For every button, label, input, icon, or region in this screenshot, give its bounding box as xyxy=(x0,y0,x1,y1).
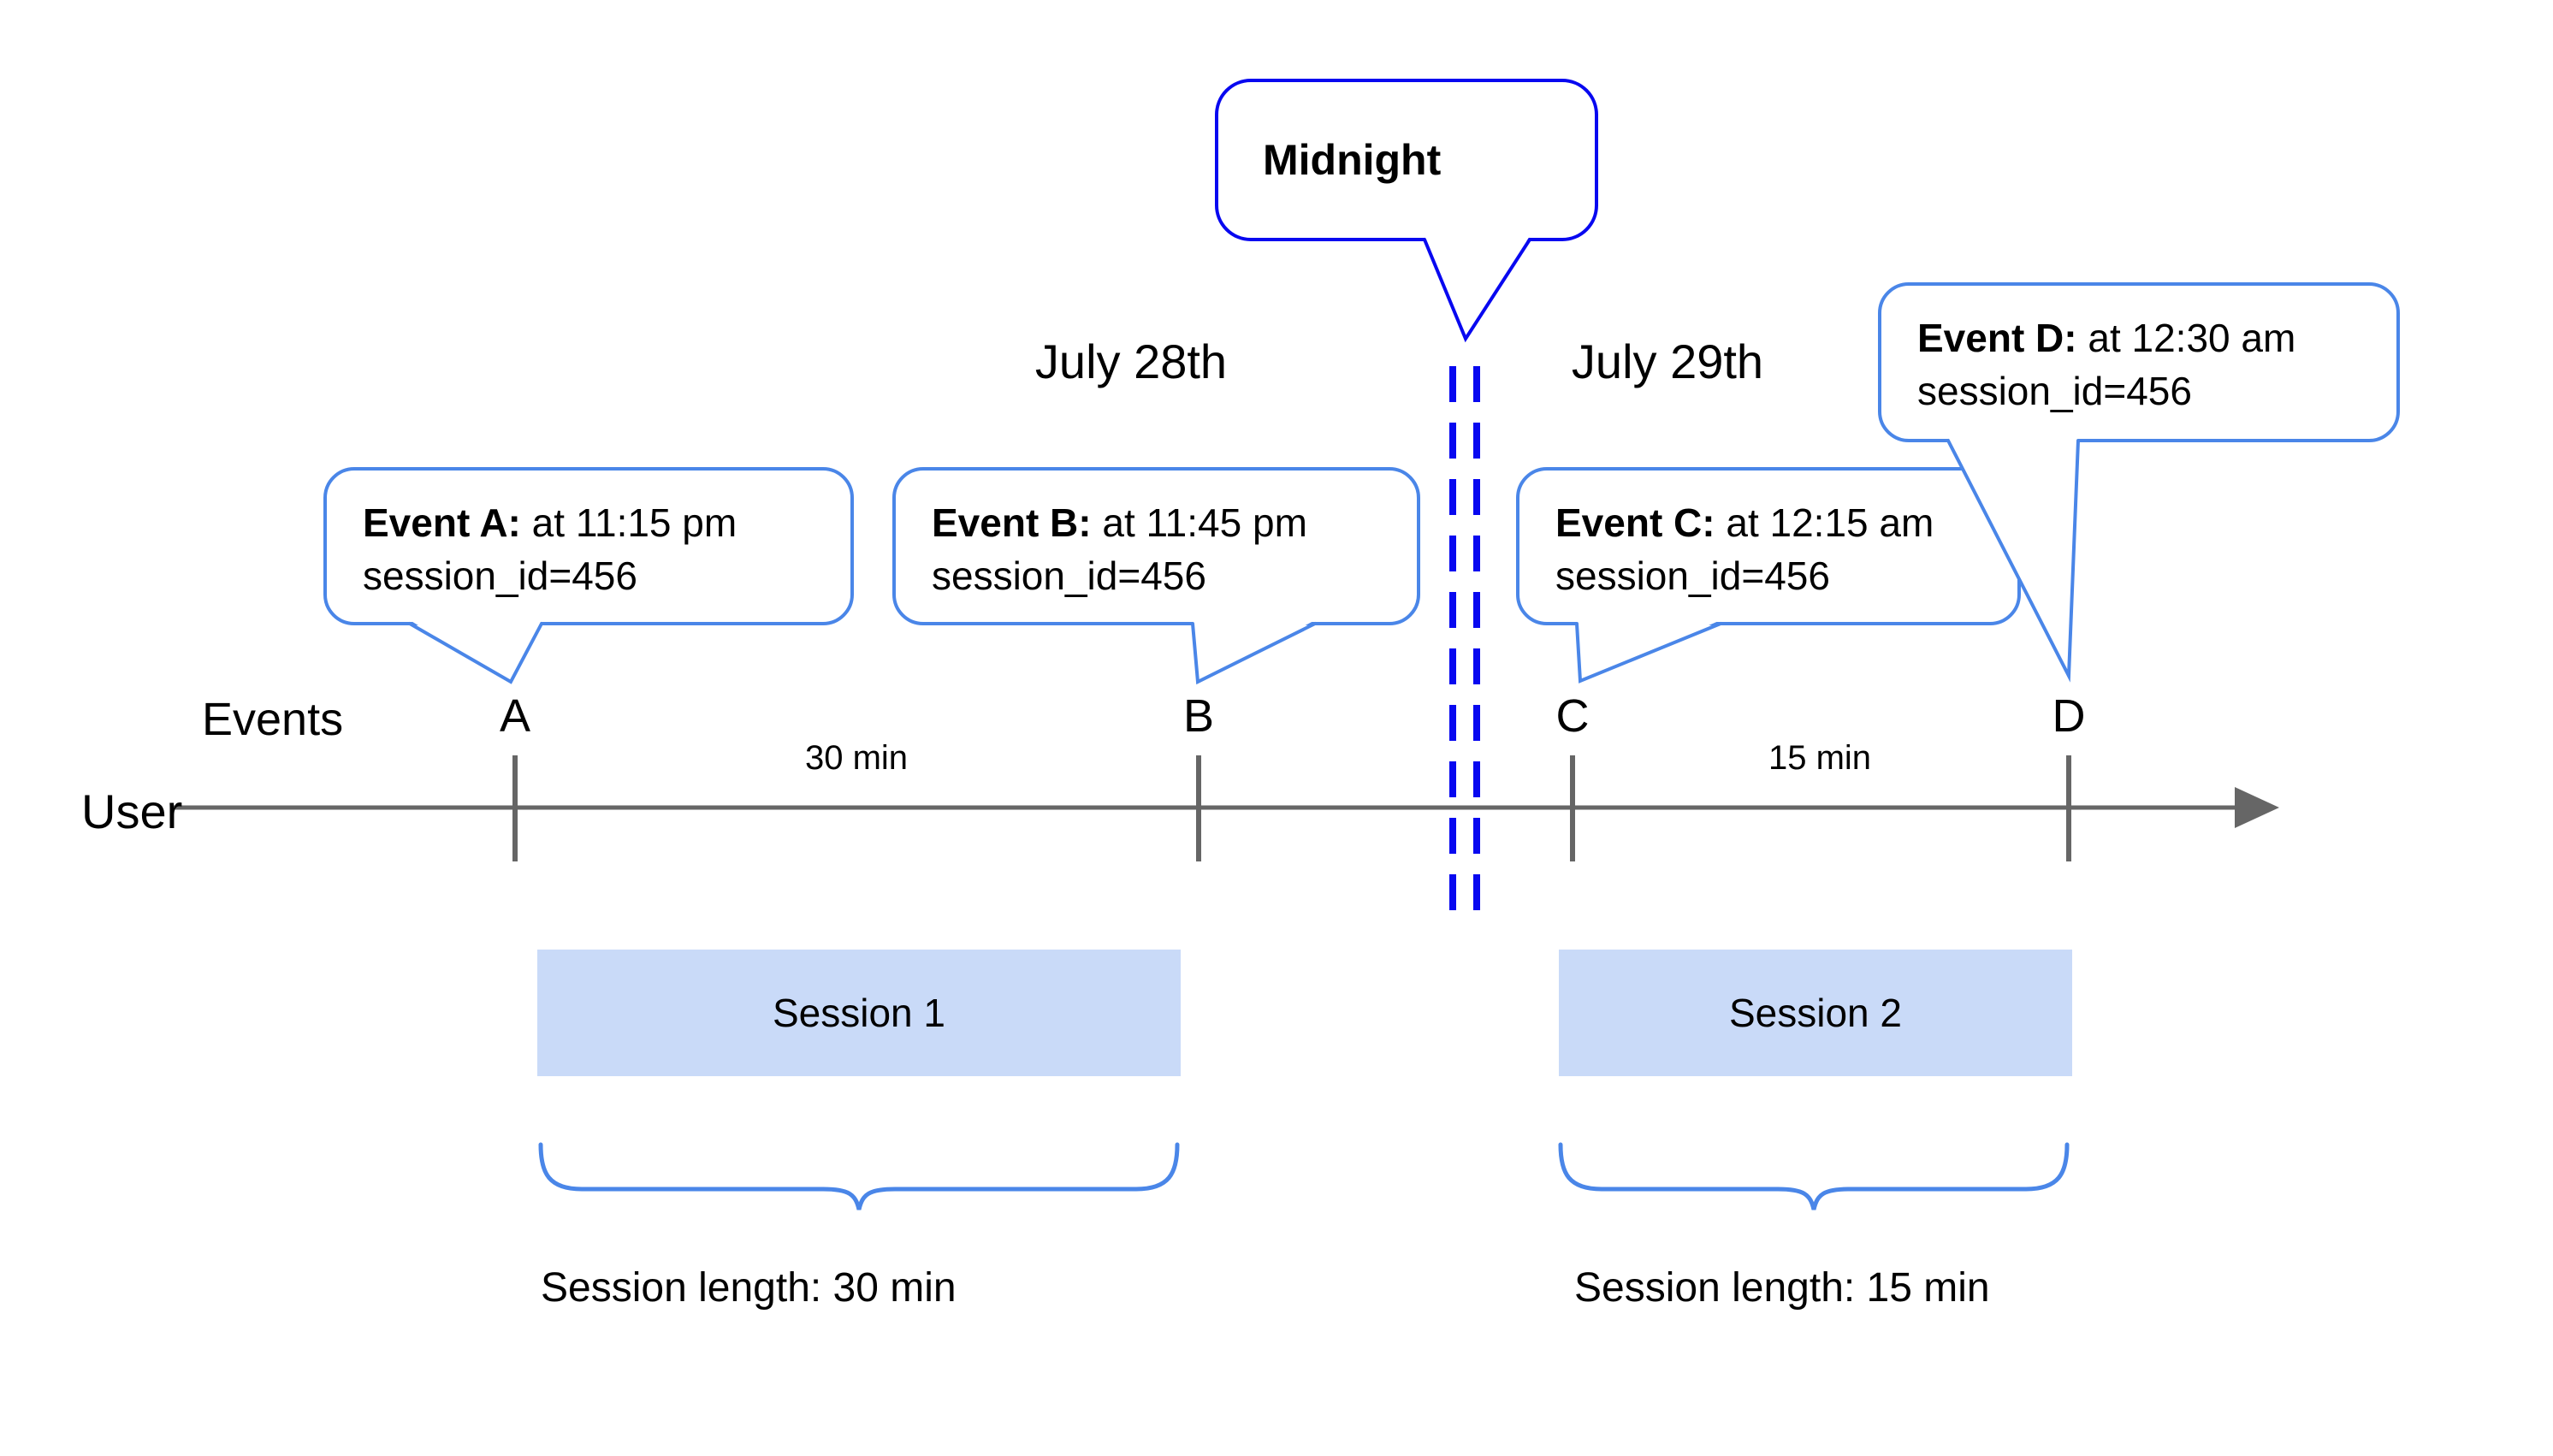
event-b-tail xyxy=(1193,620,1315,682)
event-a-callout: Event A: at 11:15 pm session_id=456 xyxy=(323,467,854,625)
event-d-session-id: session_id=456 xyxy=(1917,369,2192,413)
session-2-length-label: Session length: 15 min xyxy=(1574,1265,1990,1311)
date-label-july-29: July 29th xyxy=(1571,334,1764,388)
event-c-tail-outline xyxy=(1575,622,1722,684)
event-d-callout: Event D: at 12:30 am session_id=456 xyxy=(1878,282,2400,442)
midnight-callout: Midnight xyxy=(1215,79,1598,241)
session-2-label: Session 2 xyxy=(1728,991,1902,1035)
event-d-time: at 12:30 am xyxy=(2076,316,2296,360)
session-1-label: Session 1 xyxy=(772,991,945,1035)
session-1-box: Session 1 xyxy=(537,950,1181,1076)
session-2-box: Session 2 xyxy=(1559,950,2072,1076)
interval-label-15-min: 15 min xyxy=(1768,739,1872,777)
event-c-tail xyxy=(1577,620,1721,681)
event-b-time: at 11:45 pm xyxy=(1091,500,1307,545)
event-d-line1: Event D: at 12:30 am xyxy=(1917,311,2371,364)
event-c-session-id: session_id=456 xyxy=(1555,553,1830,598)
timeline-arrowhead-icon xyxy=(2235,787,2279,828)
event-b-tail-outline xyxy=(1191,622,1317,685)
midnight-tail-outline xyxy=(1423,238,1531,343)
midnight-callout-label: Midnight xyxy=(1263,136,1442,184)
event-a-tail-outline xyxy=(408,622,543,684)
event-b-name: Event B: xyxy=(932,500,1092,545)
event-b-session-id: session_id=456 xyxy=(932,553,1206,598)
event-b-line1: Event B: at 11:45 pm xyxy=(932,496,1391,549)
event-c-name: Event C: xyxy=(1555,500,1715,545)
session-1-length-label: Session length: 30 min xyxy=(541,1265,957,1311)
user-axis-label: User xyxy=(81,784,183,838)
date-label-july-28: July 28th xyxy=(1034,334,1228,388)
event-c-time: at 12:15 am xyxy=(1715,500,1934,545)
events-axis-label: Events xyxy=(202,694,344,745)
event-a-tail xyxy=(410,620,542,682)
event-a-time: at 11:15 pm xyxy=(520,500,737,545)
session-1-brace xyxy=(538,1142,1180,1210)
interval-label-30-min: 30 min xyxy=(804,739,909,777)
event-a-line1: Event A: at 11:15 pm xyxy=(363,496,825,549)
event-c-line1: Event C: at 12:15 am xyxy=(1555,496,1992,549)
tick-label-a: A xyxy=(499,690,531,742)
tick-label-b: B xyxy=(1182,690,1215,742)
event-a-name: Event A: xyxy=(363,500,521,545)
event-d-name: Event D: xyxy=(1917,316,2077,360)
session-2-brace xyxy=(1558,1142,2070,1210)
tick-label-c: C xyxy=(1555,690,1590,742)
tick-label-d: D xyxy=(2052,690,2086,742)
event-b-callout: Event B: at 11:45 pm session_id=456 xyxy=(892,467,1420,625)
event-c-callout: Event C: at 12:15 am session_id=456 xyxy=(1516,467,2021,625)
event-a-session-id: session_id=456 xyxy=(363,553,637,598)
midnight-tail xyxy=(1425,236,1530,339)
